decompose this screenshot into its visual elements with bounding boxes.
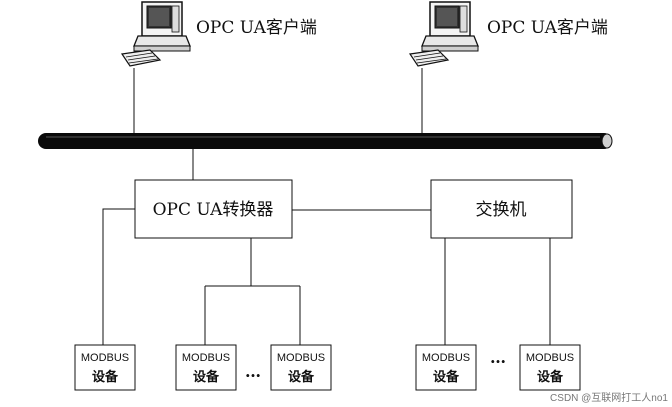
modbus-device: MODBUS 设备 [175,344,237,391]
client-label: OPC UA客户端 [487,18,608,38]
svg-text:设备: 设备 [288,369,315,385]
network-bus [38,133,613,149]
converter-label: OPC UA转换器 [153,200,274,220]
svg-text:设备: 设备 [193,369,220,385]
svg-text:MODBUS: MODBUS [422,352,470,364]
modbus-device: MODBUS 设备 [74,344,136,391]
modbus-device: MODBUS 设备 [415,344,477,391]
svg-text:MODBUS: MODBUS [182,352,230,364]
computer-icon [120,1,191,67]
switch-label: 交换机 [476,200,527,220]
svg-text:MODBUS: MODBUS [526,352,574,364]
svg-text:MODBUS: MODBUS [277,352,325,364]
client-label: OPC UA客户端 [196,18,317,38]
ellipsis: … [245,362,261,381]
computer-icon [408,1,479,67]
watermark: CSDN @互联网打工人no1 [550,391,668,404]
svg-text:设备: 设备 [92,369,119,385]
svg-text:设备: 设备 [537,369,564,385]
ellipsis: … [490,348,506,367]
svg-text:设备: 设备 [433,369,460,385]
switch-box [430,179,573,239]
converter-box [134,179,293,239]
device-link [102,208,135,345]
svg-text:MODBUS: MODBUS [81,352,129,364]
modbus-device: MODBUS 设备 [270,344,332,391]
modbus-device: MODBUS 设备 [519,344,581,391]
